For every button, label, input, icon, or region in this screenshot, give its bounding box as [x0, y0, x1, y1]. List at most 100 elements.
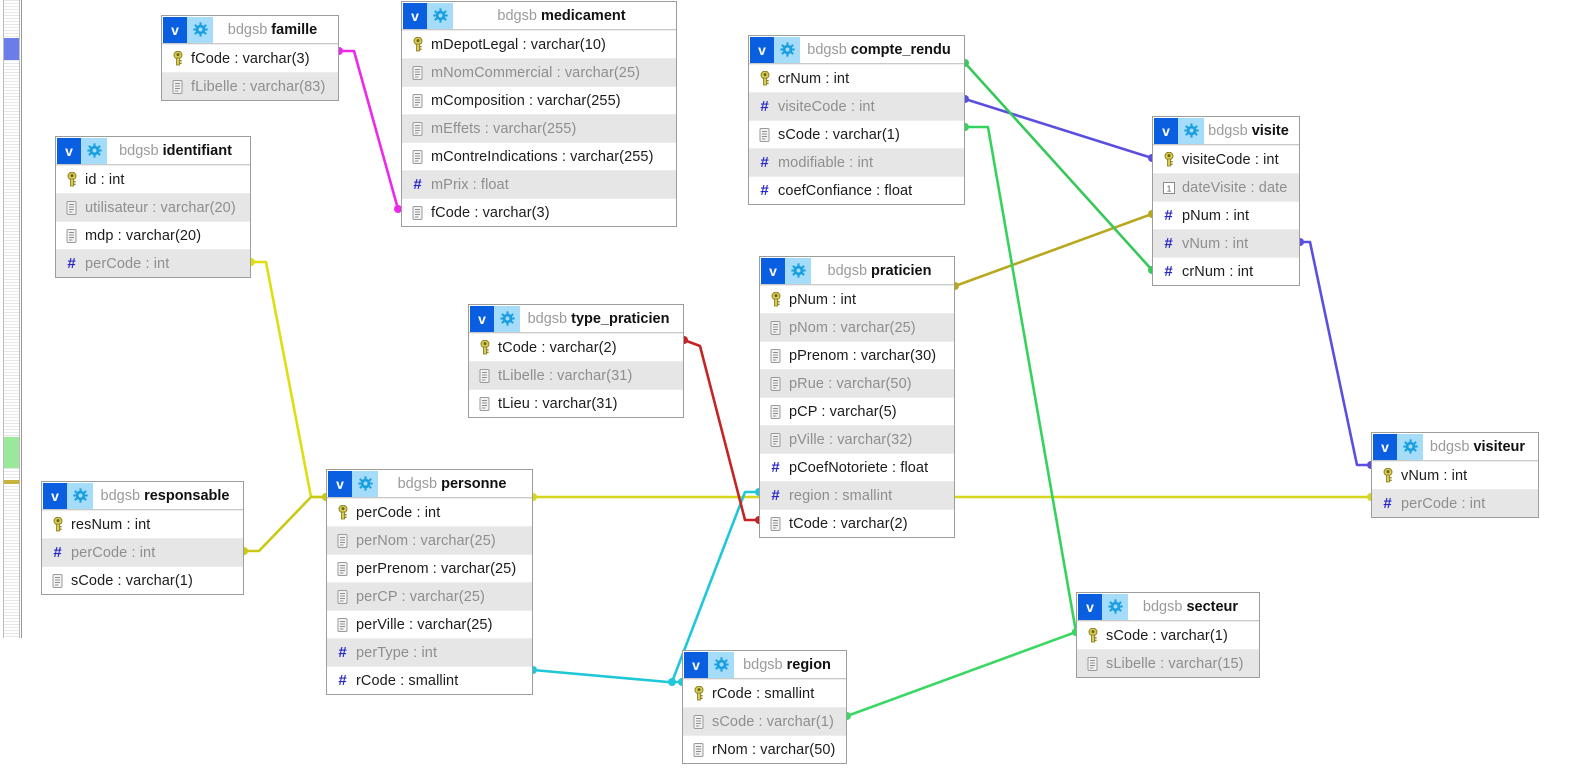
- gear-icon-wrap[interactable]: [708, 651, 734, 678]
- relation-region-secteur[interactable]: [845, 630, 1078, 718]
- table-column-row[interactable]: perNom : varchar(25): [327, 526, 532, 554]
- relation-identifiant-personne[interactable]: [249, 260, 328, 499]
- table-column-row[interactable]: #pCoefNotoriete : float: [760, 453, 954, 481]
- table-column-row[interactable]: #coefConfiance : float: [749, 176, 964, 204]
- table-column-row[interactable]: crNum : int: [749, 64, 964, 92]
- relation-praticien-visite[interactable]: [953, 212, 1154, 288]
- table-column-row[interactable]: sCode : varchar(1): [749, 120, 964, 148]
- table-column-row[interactable]: vNum : int: [1372, 461, 1538, 489]
- table-column-row[interactable]: #perCode : int: [42, 538, 243, 566]
- table-column-row[interactable]: perPrenom : varchar(25): [327, 554, 532, 582]
- table-column-row[interactable]: pRue : varchar(50): [760, 369, 954, 397]
- table-column-row[interactable]: rCode : smallint: [683, 679, 846, 707]
- overview-track[interactable]: [3, 0, 20, 638]
- table-column-row[interactable]: utilisateur : varchar(20): [56, 193, 250, 221]
- table-column-row[interactable]: pCP : varchar(5): [760, 397, 954, 425]
- gear-icon-wrap[interactable]: [352, 470, 378, 497]
- table-column-row[interactable]: #region : smallint: [760, 481, 954, 509]
- relation-famille-medicament[interactable]: [337, 49, 400, 211]
- table-column-row[interactable]: perCode : int: [327, 498, 532, 526]
- table-column-row[interactable]: perVille : varchar(25): [327, 610, 532, 638]
- table-column-row[interactable]: fCode : varchar(3): [402, 198, 676, 226]
- table-column-row[interactable]: fLibelle : varchar(83): [162, 72, 338, 100]
- table-column-row[interactable]: mDepotLegal : varchar(10): [402, 30, 676, 58]
- table-column-row[interactable]: tCode : varchar(2): [760, 509, 954, 537]
- table-column-row[interactable]: mdp : varchar(20): [56, 221, 250, 249]
- relation-compterendu-visite-crnum[interactable]: [963, 61, 1154, 272]
- table-column-row[interactable]: #perType : int: [327, 638, 532, 666]
- gear-icon-wrap[interactable]: [1178, 117, 1204, 144]
- table-column-row[interactable]: tCode : varchar(2): [469, 333, 683, 361]
- table-column-row[interactable]: #vNum : int: [1153, 229, 1299, 257]
- table-column-row[interactable]: tLieu : varchar(31): [469, 389, 683, 417]
- table-column-row[interactable]: #rCode : smallint: [327, 666, 532, 694]
- table-column-row[interactable]: #pNum : int: [1153, 201, 1299, 229]
- table-column-row[interactable]: mContreIndications : varchar(255): [402, 142, 676, 170]
- table-column-row[interactable]: resNum : int: [42, 510, 243, 538]
- gear-icon-wrap[interactable]: [81, 137, 107, 164]
- relation-personne-region[interactable]: [531, 668, 684, 684]
- relation-compterendu-secteur[interactable]: [963, 125, 1078, 634]
- table-column-row[interactable]: visiteCode : int: [1153, 145, 1299, 173]
- gear-icon-wrap[interactable]: [785, 257, 811, 284]
- table-column-row[interactable]: #perCode : int: [56, 249, 250, 277]
- table-column-row[interactable]: mEffets : varchar(255): [402, 114, 676, 142]
- gear-icon-wrap[interactable]: [67, 482, 93, 509]
- table-column-row[interactable]: #mPrix : float: [402, 170, 676, 198]
- relation-comptearendu-visite[interactable]: [963, 97, 1154, 160]
- table-column-row[interactable]: pVille : varchar(32): [760, 425, 954, 453]
- relation-typepraticien-praticien[interactable]: [682, 338, 761, 522]
- table-column-row[interactable]: sCode : varchar(1): [42, 566, 243, 594]
- table-column-row[interactable]: pNom : varchar(25): [760, 313, 954, 341]
- diagram-overview-panel[interactable]: [0, 0, 22, 638]
- table-column-row[interactable]: mNomCommercial : varchar(25): [402, 58, 676, 86]
- table-column-row[interactable]: #perCode : int: [1372, 489, 1538, 517]
- table-column-row[interactable]: rNom : varchar(50): [683, 735, 846, 763]
- gear-icon-wrap[interactable]: [187, 16, 213, 43]
- gear-icon-wrap[interactable]: [774, 36, 800, 63]
- relation-responsable-personne[interactable]: [242, 495, 328, 553]
- gear-icon-wrap[interactable]: [1397, 433, 1423, 460]
- table-column-row[interactable]: perCP : varchar(25): [327, 582, 532, 610]
- table-column-row[interactable]: sCode : varchar(1): [683, 707, 846, 735]
- gear-icon-wrap[interactable]: [1102, 593, 1128, 620]
- table-column-row[interactable]: #crNum : int: [1153, 257, 1299, 285]
- table-column-row[interactable]: #visiteCode : int: [749, 92, 964, 120]
- table-column-row[interactable]: sLibelle : varchar(15): [1077, 649, 1259, 677]
- table-column-row[interactable]: id : int: [56, 165, 250, 193]
- table-column-row[interactable]: tLibelle : varchar(31): [469, 361, 683, 389]
- relation-visiteur-visite[interactable]: [1298, 240, 1373, 467]
- table-column-row[interactable]: pPrenom : varchar(30): [760, 341, 954, 369]
- gear-icon-wrap[interactable]: [494, 305, 520, 332]
- table-column-row[interactable]: fCode : varchar(3): [162, 44, 338, 72]
- gear-icon-wrap[interactable]: [427, 2, 453, 29]
- table-column-row[interactable]: #modifiable : int: [749, 148, 964, 176]
- table-column-row[interactable]: mComposition : varchar(255): [402, 86, 676, 114]
- table-column-row[interactable]: pNum : int: [760, 285, 954, 313]
